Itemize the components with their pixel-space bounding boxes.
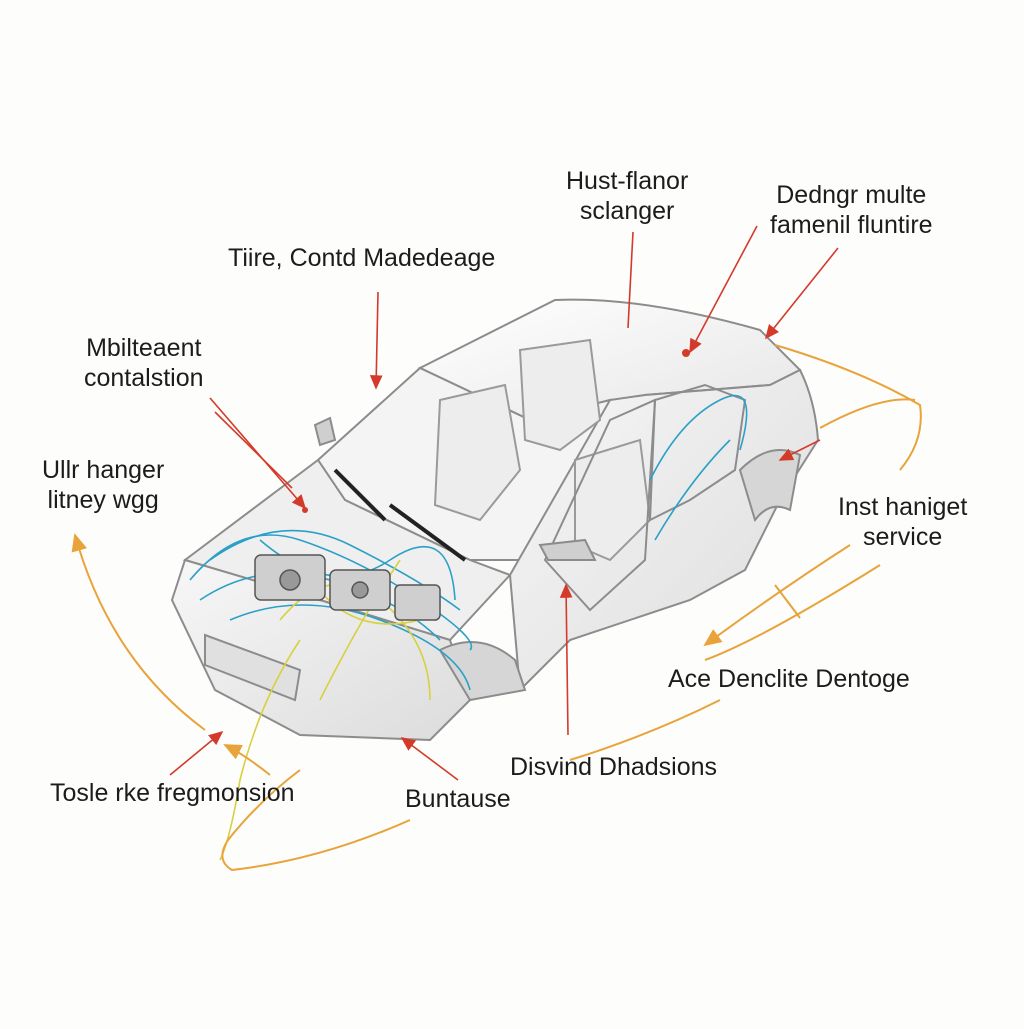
label-line: Disvind Dhadsions <box>510 753 718 781</box>
side-body <box>508 368 820 693</box>
label-line: contalstion <box>84 364 204 392</box>
label-line: Buntause <box>405 785 511 813</box>
front-seat <box>433 383 522 522</box>
mirror-left <box>313 416 337 447</box>
arrow-dedngr-2 <box>765 247 839 340</box>
label-line: service <box>863 523 943 551</box>
tick-right <box>774 584 801 619</box>
label-ace-denclite: Ace Denclite Dentoge <box>668 664 910 694</box>
label-mbilteaent: Mbilteaent contalstion <box>84 333 204 393</box>
label-line: Inst haniget <box>838 493 968 521</box>
label-line: famenil fluntire <box>770 211 933 239</box>
label-disvind: Disvind Dhadsions <box>510 752 717 782</box>
engine-block <box>254 554 441 621</box>
label-tire-contd: Tiire, Contd Madedeage <box>228 243 495 273</box>
rear-door-window <box>648 383 747 522</box>
label-tosle-rke: Tosle rke fregmonsion <box>50 778 295 808</box>
arrow-inst <box>778 439 821 461</box>
label-ullr-hanger: Ullr hanger litney wgg <box>42 455 164 515</box>
curve-right-mid <box>819 398 916 429</box>
seats <box>433 338 652 562</box>
label-line: Ullr hanger <box>42 456 165 484</box>
label-line: sclanger <box>579 197 675 225</box>
front-wheel-arch <box>438 641 527 702</box>
label-line: Tiire, Contd Madedeage <box>228 244 496 272</box>
label-line: Mbilteaent <box>86 334 202 362</box>
marker-dots <box>302 349 690 513</box>
arrow-dedngr-1 <box>689 225 758 354</box>
rear-seat <box>518 338 602 452</box>
label-line: Dedngr multe <box>776 181 927 209</box>
wipers <box>333 468 467 562</box>
label-line: Hust-flanor <box>566 167 689 195</box>
curve-bottom <box>221 769 411 872</box>
arrow-hust <box>627 231 634 329</box>
label-buntause: Buntause <box>405 784 511 814</box>
arrow-buntause <box>400 737 459 781</box>
rear-wheel-arch <box>738 449 802 523</box>
curve-right-low <box>703 544 851 647</box>
car-body <box>170 298 820 742</box>
grille <box>204 633 302 702</box>
side-mirror <box>538 538 597 561</box>
curve-left <box>71 533 206 731</box>
red-arrows <box>169 225 839 781</box>
arrow-tire <box>369 291 383 390</box>
label-line: Ace Denclite Dentoge <box>668 665 910 693</box>
curve-right-low-2 <box>704 564 881 661</box>
orange-arrows <box>71 344 922 872</box>
arrow-disvind <box>559 583 573 736</box>
label-line: litney wgg <box>47 486 159 514</box>
label-hust-flanor: Hust-flanor sclanger <box>566 166 688 226</box>
label-inst-haniget: Inst haniget service <box>838 492 967 552</box>
label-dedngr-multe: Dedngr multe famenil fluntire <box>770 180 933 240</box>
label-line: Tosle rke fregmonsion <box>50 779 295 807</box>
curve-tosle <box>223 744 271 776</box>
curve-ace <box>569 699 721 761</box>
arrow-mbilteaent-2 <box>214 411 293 489</box>
passenger-seat <box>574 438 652 562</box>
arrow-tosle <box>169 730 224 776</box>
